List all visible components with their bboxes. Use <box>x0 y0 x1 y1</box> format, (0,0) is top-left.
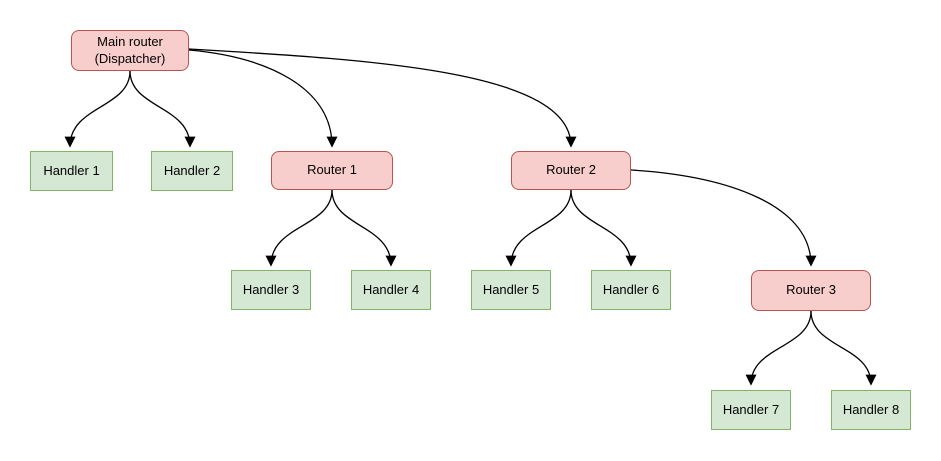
edge-main-router-to-handler-1 <box>64 70 131 148</box>
edge-main-router-to-router-1 <box>188 49 338 148</box>
node-handler-7: Handler 7 <box>711 390 791 430</box>
node-handler-8: Handler 8 <box>831 390 911 430</box>
node-handler-4: Handler 4 <box>351 270 431 310</box>
edge-router-1-to-handler-3 <box>265 189 333 267</box>
node-main-router: Main router (Dispatcher) <box>71 30 189 71</box>
edge-router-2-to-router-3 <box>630 169 817 267</box>
edge-main-router-to-handler-2 <box>129 70 196 148</box>
edge-router-3-to-handler-7 <box>745 310 812 386</box>
edge-router-2-to-handler-5 <box>505 189 572 267</box>
edge-router-3-to-handler-8 <box>810 310 877 386</box>
node-router-2: Router 2 <box>511 151 631 190</box>
node-router-3: Router 3 <box>751 270 871 311</box>
edge-router-1-to-handler-4 <box>331 189 397 267</box>
node-handler-3: Handler 3 <box>231 270 311 310</box>
edge-main-router-to-router-2 <box>188 48 577 148</box>
edge-router-2-to-handler-6 <box>570 189 637 267</box>
node-handler-6: Handler 6 <box>591 270 671 310</box>
node-handler-2: Handler 2 <box>151 151 233 191</box>
node-router-1: Router 1 <box>271 151 393 190</box>
node-handler-1: Handler 1 <box>30 151 113 191</box>
node-handler-5: Handler 5 <box>471 270 551 310</box>
